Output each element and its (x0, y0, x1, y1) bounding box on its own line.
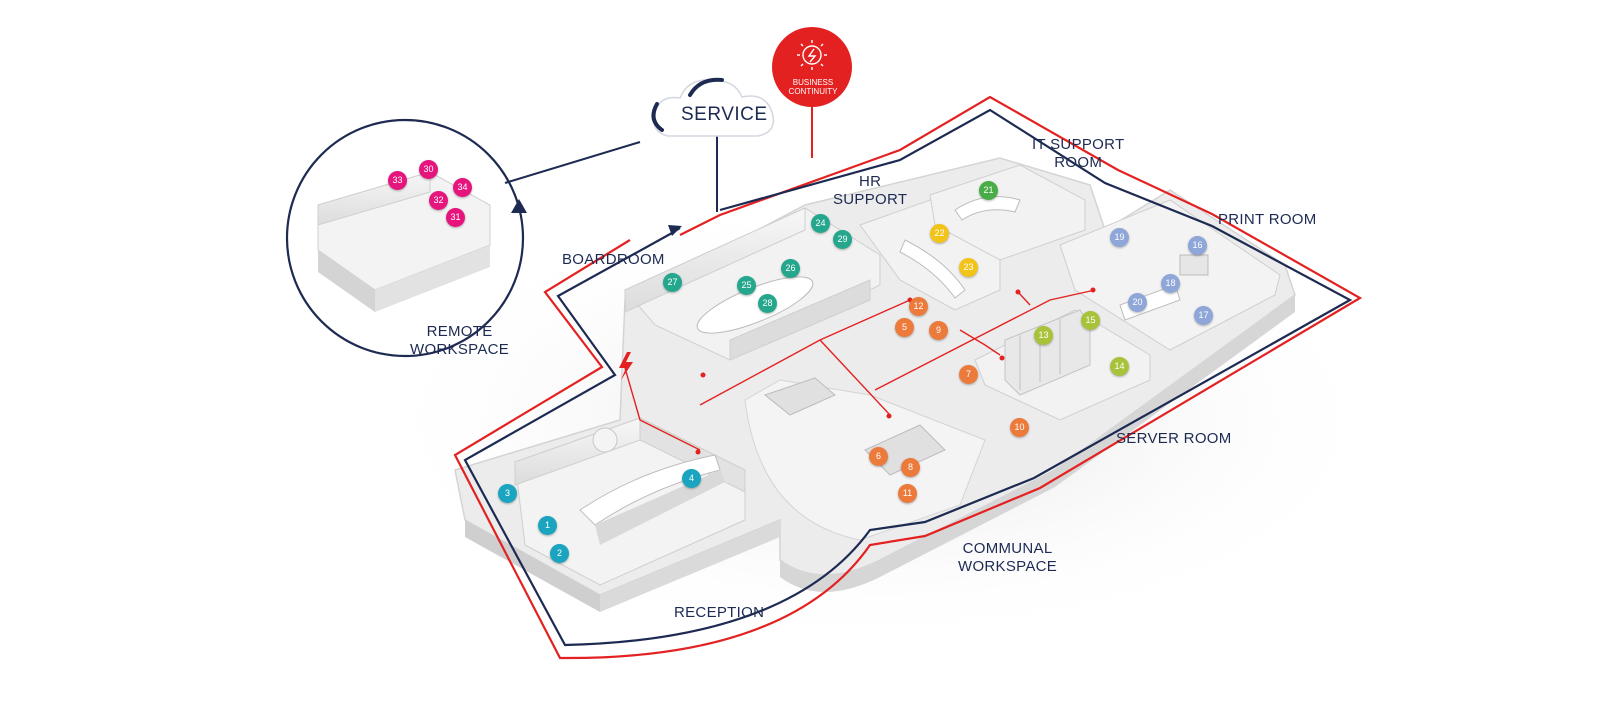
marker-9[interactable]: 9 (929, 321, 948, 340)
marker-2[interactable]: 2 (550, 544, 569, 563)
marker-33[interactable]: 33 (388, 171, 407, 190)
net-line-east (874, 289, 1096, 391)
label-communal-workspace: COMMUNAL WORKSPACE (958, 540, 1057, 576)
continuity-line2: CONTINUITY (788, 87, 838, 96)
marker-3[interactable]: 3 (498, 484, 517, 503)
net-line-desks (819, 339, 891, 416)
marker-26[interactable]: 26 (781, 259, 800, 278)
label-remote-workspace: REMOTE WORKSPACE (410, 323, 509, 359)
marker-12[interactable]: 12 (909, 297, 928, 316)
perimeter-red (453, 95, 1363, 660)
service-label: SERVICE (681, 104, 768, 125)
label-line: WORKSPACE (958, 558, 1058, 575)
marker-30[interactable]: 30 (419, 160, 438, 179)
perimeter-navy (463, 108, 1353, 647)
marker-21[interactable]: 21 (979, 181, 998, 200)
lightning-bolt-icon (619, 352, 633, 380)
marker-23[interactable]: 23 (959, 258, 978, 277)
marker-31[interactable]: 31 (446, 208, 465, 227)
label-boardroom: BOARDROOM (562, 251, 665, 268)
label-server-room: SERVER ROOM (1116, 430, 1232, 447)
remote-front (375, 245, 490, 312)
marker-25[interactable]: 25 (737, 276, 756, 295)
label-hr-support: HR SUPPORT (833, 173, 907, 209)
marker-34[interactable]: 34 (453, 178, 472, 197)
network-lines (624, 289, 1096, 451)
marker-29[interactable]: 29 (833, 230, 852, 249)
arrowhead-icon (511, 199, 527, 213)
marker-1[interactable]: 1 (538, 516, 557, 535)
boardroom-glass-wall (729, 279, 871, 361)
wall-clock (592, 427, 618, 453)
label-line: COMMUNAL (962, 540, 1053, 557)
remote-link (504, 141, 641, 184)
marker-27[interactable]: 27 (663, 273, 682, 292)
floor-plan (317, 157, 1296, 612)
reception-desk-side (595, 470, 725, 545)
label-line: REMOTE (426, 323, 493, 340)
marker-22[interactable]: 22 (930, 224, 949, 243)
marker-4[interactable]: 4 (682, 469, 701, 488)
marker-5[interactable]: 5 (895, 318, 914, 337)
label-line: IT SUPPORT (1032, 136, 1125, 153)
slab-side-mid (600, 520, 780, 612)
server-racks (1004, 309, 1091, 396)
label-it-support-room: IT SUPPORT ROOM (1032, 136, 1124, 172)
net-line-server (959, 329, 1001, 356)
continuity-line1: BUSINESS (792, 78, 834, 87)
label-line: HR (859, 173, 882, 190)
marker-13[interactable]: 13 (1034, 326, 1053, 345)
communal-floor (744, 379, 986, 541)
marker-7[interactable]: 7 (959, 365, 978, 384)
label-line: ROOM (1054, 154, 1103, 171)
hr-desk (899, 239, 966, 299)
marker-19[interactable]: 19 (1110, 228, 1129, 247)
net-line-print (1017, 291, 1031, 306)
marker-15[interactable]: 15 (1081, 311, 1100, 330)
sun-lightning-icon (797, 40, 827, 70)
marker-14[interactable]: 14 (1110, 357, 1129, 376)
marker-24[interactable]: 24 (811, 214, 830, 233)
marker-18[interactable]: 18 (1161, 274, 1180, 293)
cloud-icon (651, 77, 775, 137)
continuity-label: BUSINESS CONTINUITY (774, 78, 852, 96)
marker-28[interactable]: 28 (758, 294, 777, 313)
slab-side-left (465, 520, 600, 612)
remote-circle (285, 118, 525, 358)
label-print-room: PRINT ROOM (1218, 211, 1317, 228)
marker-32[interactable]: 32 (429, 191, 448, 210)
it-desk (954, 196, 1021, 221)
marker-8[interactable]: 8 (901, 458, 920, 477)
marker-16[interactable]: 16 (1188, 236, 1207, 255)
label-line: SUPPORT (833, 191, 908, 208)
remote-side (318, 250, 375, 312)
marker-10[interactable]: 10 (1010, 418, 1029, 437)
network-nodes (695, 287, 1096, 455)
net-line-reception (624, 367, 701, 451)
marker-20[interactable]: 20 (1128, 293, 1147, 312)
marker-6[interactable]: 6 (869, 447, 888, 466)
marker-17[interactable]: 17 (1194, 306, 1213, 325)
marker-11[interactable]: 11 (898, 484, 917, 503)
label-reception: RECEPTION (674, 604, 765, 621)
label-line: WORKSPACE (410, 341, 510, 358)
desk-cluster-1 (763, 377, 836, 416)
arrowhead-icon (668, 225, 682, 236)
printer (1179, 254, 1209, 276)
